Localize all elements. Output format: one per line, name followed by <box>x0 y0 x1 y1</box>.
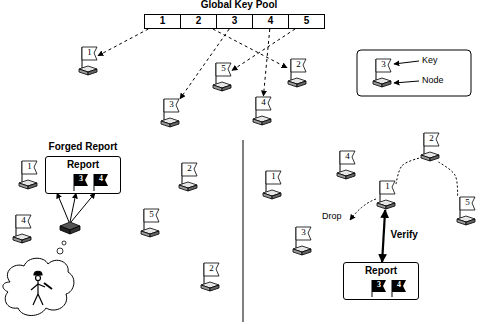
sensor-node: 2 <box>420 132 440 162</box>
key-number: 4 <box>17 216 30 225</box>
legend-label: Key <box>422 56 438 65</box>
report-key-flag: 3 <box>370 279 386 297</box>
sensor-node: 1 <box>78 46 98 76</box>
sensor-node: 1 <box>262 170 282 200</box>
sensor-node: 2 <box>200 262 220 292</box>
key-number: 4 <box>95 175 107 183</box>
key-number: 5 <box>145 210 158 219</box>
key-assignment-arrow <box>232 29 295 70</box>
key-number: 5 <box>461 198 474 207</box>
key-number: 1 <box>381 182 394 191</box>
key-number: 3 <box>297 228 310 237</box>
attacker-cloud <box>3 258 74 315</box>
legend-label: Node <box>422 76 444 85</box>
sensor-node: 4 <box>336 150 356 180</box>
attacker-figure <box>31 271 52 305</box>
report-key-flag: 3 <box>72 173 88 191</box>
key-assignment-arrow <box>98 29 148 56</box>
key-number: 4 <box>253 16 288 26</box>
key-number: 2 <box>292 60 305 69</box>
report-box: Report 34 <box>343 262 419 300</box>
key-assignment-arrow <box>396 158 420 184</box>
key-number: 3 <box>165 100 178 109</box>
pool-title: Global Key Pool <box>144 0 334 10</box>
sensor-node: 2 <box>178 162 198 192</box>
key-number: 3 <box>217 16 252 26</box>
attack-lines <box>57 193 95 222</box>
verify-arrow <box>382 210 385 262</box>
sensor-node: 3 <box>160 98 180 128</box>
key-number: 1 <box>145 16 180 26</box>
key-number: 3 <box>377 60 390 69</box>
report-title: Report <box>46 160 120 170</box>
key-number: 1 <box>267 172 280 181</box>
key-number: 3 <box>373 281 385 289</box>
sensor-node: 5 <box>212 62 232 92</box>
report-box: Forged ReportReport34 <box>45 156 121 194</box>
key-number: 3 <box>75 175 87 183</box>
key-cell: 5 <box>288 14 325 29</box>
drop-label: Drop <box>322 212 342 221</box>
key-number: 2 <box>183 164 196 173</box>
sensor-node: 4 <box>12 214 32 244</box>
key-number: 5 <box>217 64 230 73</box>
key-assignment-arrow <box>263 29 269 96</box>
report-title: Report <box>344 266 418 276</box>
sensor-node: 3 <box>292 226 312 256</box>
key-cell: 1 <box>144 14 181 29</box>
key-number: 2 <box>205 264 218 273</box>
sensor-node: 5 <box>456 196 476 226</box>
drop-arrow <box>350 199 376 220</box>
key-cell: 2 <box>180 14 217 29</box>
key-assignment-arrow <box>438 162 457 196</box>
report-heading: Forged Report <box>49 142 118 152</box>
key-number: 4 <box>393 281 405 289</box>
divider-line <box>243 140 244 322</box>
key-number: 4 <box>257 98 270 107</box>
report-key-flag: 4 <box>92 173 108 191</box>
key-number: 1 <box>23 162 36 171</box>
leader-line <box>394 81 419 83</box>
key-number: 2 <box>425 134 438 143</box>
compromised-node <box>60 222 80 234</box>
key-assignment-arrow <box>213 29 287 68</box>
sensor-node: 4 <box>252 96 272 126</box>
key-number: 4 <box>341 152 354 161</box>
sensor-node: 3 <box>372 58 392 88</box>
key-cell: 4 <box>252 14 289 29</box>
report-key-flag: 4 <box>390 279 406 297</box>
thought-bubbles <box>57 241 66 254</box>
key-pool: Global Key Pool 12345 <box>144 0 334 28</box>
sensor-node: 5 <box>140 208 160 238</box>
leader-line <box>394 61 419 64</box>
sensor-node: 1 <box>376 180 396 210</box>
legend-box <box>357 50 471 96</box>
sensor-node: 1 <box>18 160 38 190</box>
key-number: 5 <box>289 16 324 26</box>
sensor-node: 2 <box>287 58 307 88</box>
key-number: 2 <box>181 16 216 26</box>
edge-label: Verify <box>390 230 419 240</box>
key-cell: 3 <box>216 14 253 29</box>
key-number: 1 <box>83 48 96 57</box>
